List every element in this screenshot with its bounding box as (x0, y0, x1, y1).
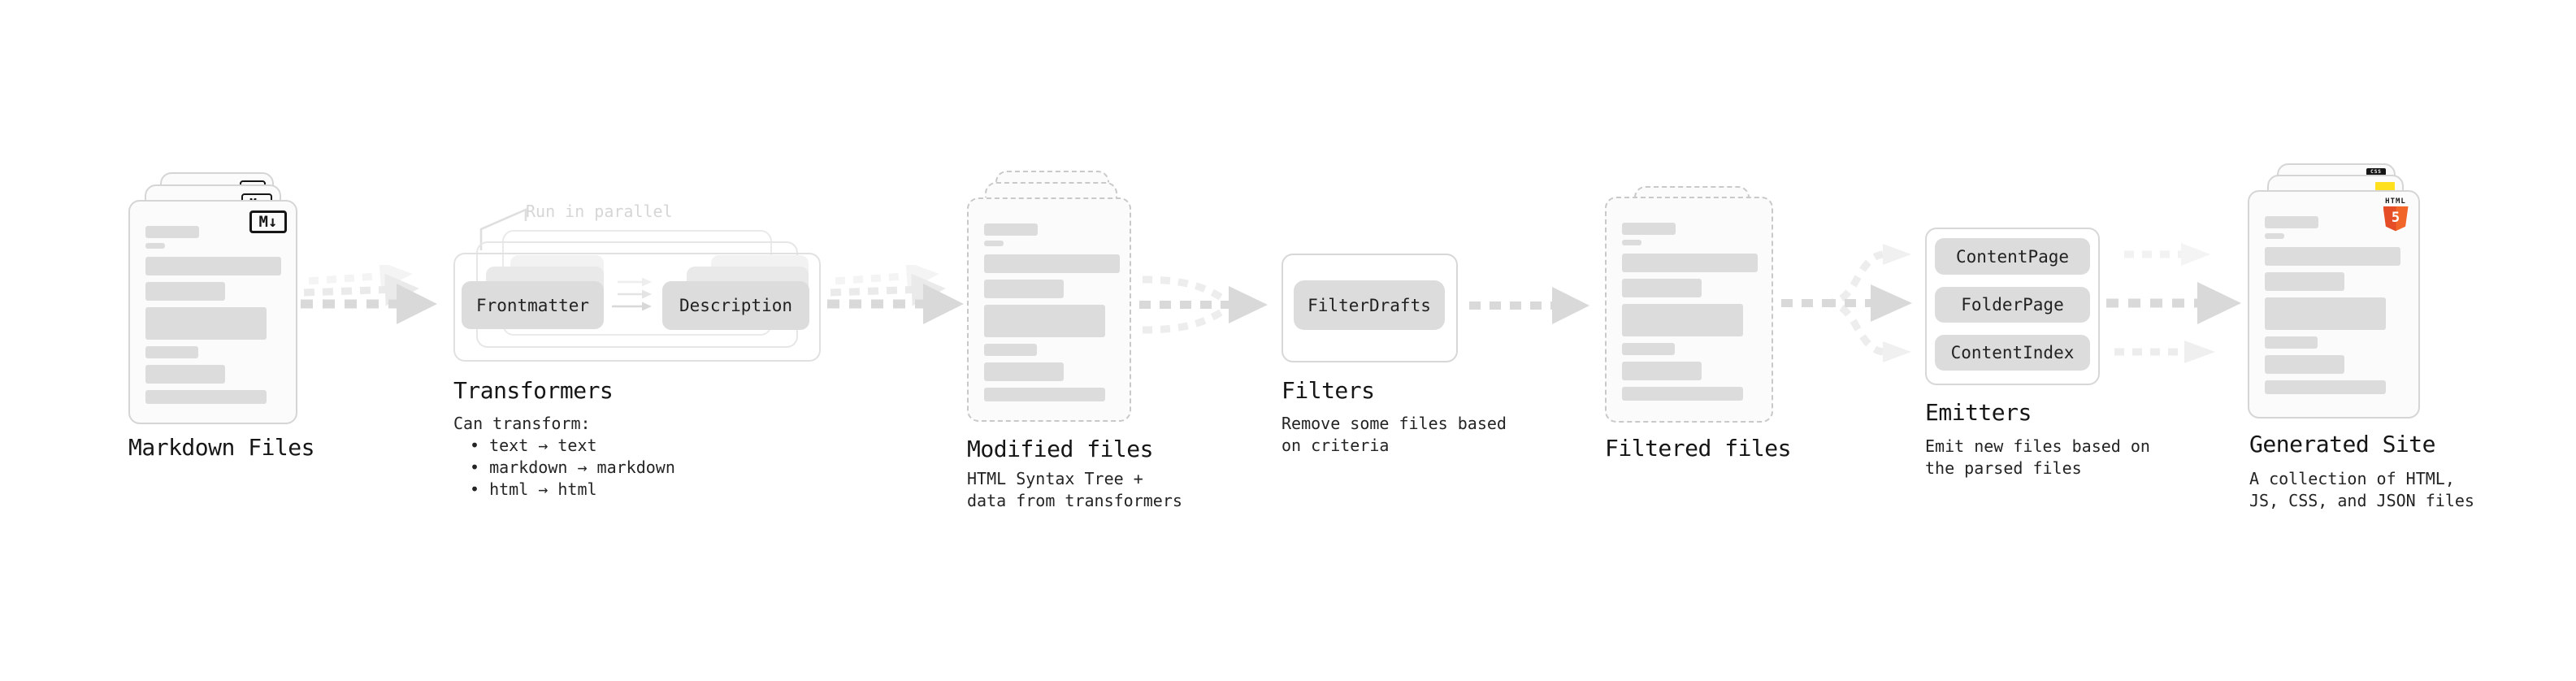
file-content-placeholder (145, 226, 281, 404)
markdown-icon: M↓ (249, 210, 287, 233)
css-icon-label: CSS (2366, 168, 2386, 176)
modified-files-description: HTML Syntax Tree + data from transformer… (967, 468, 1182, 512)
arrow-filters-to-filtered (1469, 287, 1589, 324)
placeholder-bar (984, 241, 1004, 246)
placeholder-bar (1622, 240, 1641, 245)
transformers-label: Transformers (453, 377, 614, 404)
filtered-file-card-front (1605, 197, 1773, 423)
placeholder-bar (1622, 223, 1676, 235)
note-connector-line (479, 208, 527, 250)
placeholder-bar (2265, 355, 2344, 374)
description-line: A collection of HTML, (2249, 469, 2455, 488)
description-chip: Description (662, 281, 809, 330)
description-line: • html → html (470, 479, 597, 499)
description-line: on criteria (1281, 436, 1390, 455)
placeholder-bar (1622, 362, 1702, 380)
placeholder-bar (2265, 216, 2318, 228)
placeholder-bar (2265, 233, 2284, 239)
placeholder-bar (1622, 254, 1758, 272)
folderpage-chip: FolderPage (1935, 287, 2090, 323)
arrow-markdown-to-transformers (301, 265, 437, 324)
description-line: HTML Syntax Tree + (967, 469, 1143, 488)
placeholder-bar (984, 344, 1037, 356)
placeholder-bar (145, 257, 281, 275)
placeholder-bar (145, 346, 198, 358)
filtered-files-label: Filtered files (1605, 435, 1792, 462)
arrow-filtered-to-emitters (1781, 244, 1912, 362)
filters-description: Remove some files based on criteria (1281, 413, 1507, 457)
placeholder-bar (145, 365, 225, 384)
placeholder-bar (1622, 304, 1743, 336)
generated-site-label: Generated Site (2249, 431, 2436, 458)
html5-icon-word: HTML (2385, 197, 2406, 206)
placeholder-bar (1622, 387, 1743, 401)
placeholder-bar (145, 226, 199, 238)
placeholder-bar (984, 254, 1120, 273)
file-content-placeholder (984, 223, 1120, 401)
description-line: Can transform: (453, 414, 591, 433)
placeholder-bar (145, 243, 165, 249)
placeholder-bar (1622, 343, 1675, 355)
placeholder-bar (2265, 247, 2400, 266)
description-line: JS, CSS, and JSON files (2249, 491, 2474, 510)
html5-icon-shield: 5 (2383, 206, 2409, 232)
transform-step-arrows (612, 277, 652, 311)
placeholder-bar (2265, 380, 2386, 394)
emitters-description: Emit new files based on the parsed files (1925, 436, 2150, 479)
placeholder-bar (145, 307, 267, 340)
frontmatter-chip: Frontmatter (462, 281, 604, 329)
file-content-placeholder (2265, 216, 2400, 394)
contentpage-chip: ContentPage (1935, 238, 2090, 275)
html5-icon: HTML 5 (2381, 197, 2410, 232)
placeholder-bar (2265, 336, 2318, 349)
transformers-description: Can transform: • text → text • markdown … (453, 413, 675, 501)
placeholder-bar (984, 388, 1105, 401)
filters-label: Filters (1281, 377, 1375, 404)
modified-file-card-front (967, 197, 1131, 422)
placeholder-bar (984, 223, 1038, 236)
emitters-label: Emitters (1925, 399, 2032, 426)
placeholder-bar (2265, 272, 2344, 291)
markdown-files-label: Markdown Files (128, 434, 315, 461)
placeholder-bar (984, 305, 1105, 337)
html5-icon-number: 5 (2391, 210, 2400, 226)
placeholder-bar (984, 362, 1064, 381)
description-line: • markdown → markdown (470, 458, 675, 477)
arrow-modified-to-filters (1139, 275, 1268, 334)
description-line: the parsed files (1925, 458, 2082, 478)
file-content-placeholder (1622, 223, 1758, 401)
arrow-transformers-to-modified (827, 265, 964, 324)
run-in-parallel-note: Run in parallel (526, 202, 673, 221)
site-file-card-html: HTML 5 (2248, 190, 2420, 419)
description-line: data from transformers (967, 491, 1182, 510)
description-line: Remove some files based (1281, 414, 1507, 433)
generated-site-description: A collection of HTML, JS, CSS, and JSON … (2249, 468, 2474, 512)
placeholder-bar (145, 390, 267, 404)
modified-files-label: Modified files (967, 436, 1154, 462)
filterdrafts-chip: FilterDrafts (1294, 280, 1445, 330)
placeholder-bar (1622, 279, 1702, 297)
description-line: • text → text (470, 436, 597, 455)
js-icon (2375, 182, 2395, 192)
placeholder-bar (2265, 297, 2386, 330)
markdown-file-card-front: M↓ (128, 200, 297, 424)
contentindex-chip: ContentIndex (1935, 335, 2090, 371)
transformer-layer-front (453, 253, 821, 362)
arrow-emitters-to-site (2106, 243, 2241, 363)
placeholder-bar (984, 280, 1064, 298)
description-line: Emit new files based on (1925, 436, 2150, 456)
placeholder-bar (145, 282, 225, 301)
